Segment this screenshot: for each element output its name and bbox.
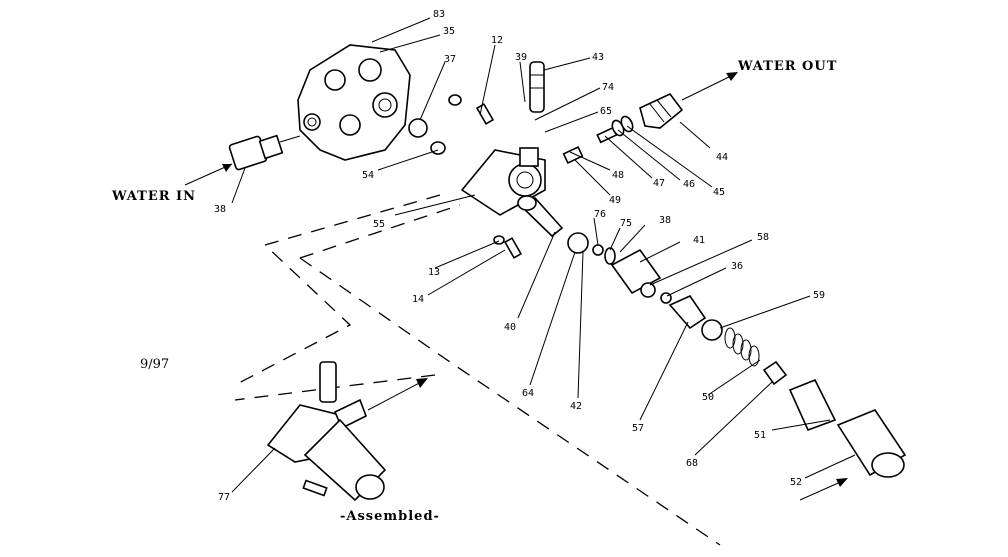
callout-41: 41	[693, 235, 705, 246]
water-out-arrow	[681, 72, 738, 101]
callout-44: 44	[716, 152, 728, 163]
nipple-fitting	[529, 61, 545, 113]
piston-stem	[517, 195, 564, 238]
dashed-reference-lines	[234, 194, 721, 546]
assembled-unloader	[266, 361, 387, 502]
callout-50: 50	[702, 392, 714, 403]
assembled-arrow	[367, 378, 428, 411]
water-out-label: WATER OUT	[737, 59, 837, 74]
callout-65: 65	[600, 106, 612, 117]
callout-38b: 38	[659, 215, 671, 226]
callout-38a: 38	[214, 204, 226, 215]
callout-77: 77	[218, 492, 230, 503]
callout-55: 55	[373, 219, 385, 230]
water-in-arrow	[184, 163, 233, 186]
callout-68: 68	[686, 458, 698, 469]
inlet-fitting	[228, 134, 301, 171]
callout-48a: 48	[612, 170, 624, 181]
callout-13: 13	[428, 267, 440, 278]
callout-14: 14	[412, 294, 424, 305]
callout-39: 39	[515, 52, 527, 63]
callout-64: 64	[522, 388, 534, 399]
callout-12: 12	[491, 35, 503, 46]
callout-46: 46	[683, 179, 695, 190]
callout-37: 37	[444, 54, 456, 65]
outlet-fitting	[639, 93, 684, 129]
callout-57: 57	[632, 423, 644, 434]
date-label: 9/97	[140, 357, 169, 372]
callout-40: 40	[504, 322, 516, 333]
discharge-chain	[567, 232, 907, 478]
callout-54: 54	[362, 170, 374, 181]
callout-75: 75	[620, 218, 632, 229]
leader-lines	[231, 17, 856, 493]
check-valve-parts	[562, 115, 634, 164]
callout-42: 42	[570, 401, 582, 412]
callout-74: 74	[602, 82, 614, 93]
callout-45: 45	[713, 187, 725, 198]
callout-47: 47	[653, 178, 665, 189]
callout-76: 76	[594, 209, 606, 220]
small-orings	[408, 94, 523, 259]
pump-head	[297, 44, 411, 161]
callout-36: 36	[731, 261, 743, 272]
water-in-label: WATER IN	[111, 189, 196, 204]
callout-59: 59	[813, 290, 825, 301]
callout-58: 58	[757, 232, 769, 243]
callout-83: 83	[433, 9, 445, 20]
callout-51: 51	[754, 430, 766, 441]
callout-35: 35	[443, 26, 455, 37]
callout-52: 52	[790, 477, 802, 488]
bottom-right-arrow	[799, 478, 848, 501]
callout-49: 49	[609, 195, 621, 206]
callout-43: 43	[592, 52, 604, 63]
assembled-label: -Assembled-	[340, 509, 440, 524]
